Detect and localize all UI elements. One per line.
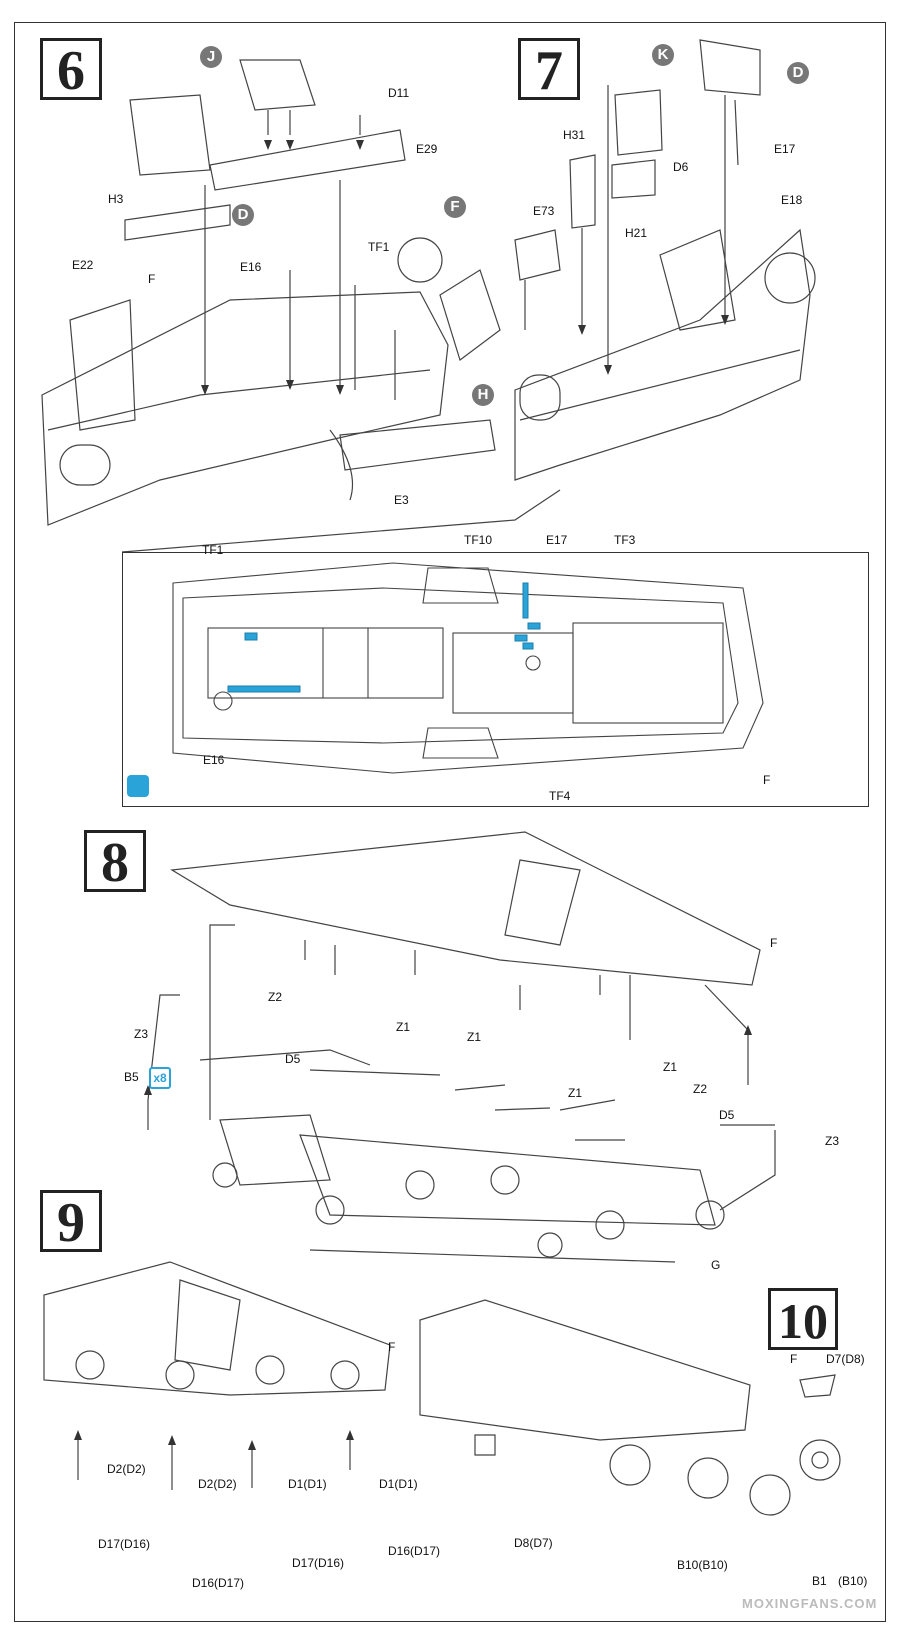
part-label: H21 — [625, 226, 648, 240]
inset-part-label: TF3 — [614, 533, 636, 547]
circled-letter-F: F — [444, 196, 466, 218]
circled-letter-K: K — [652, 44, 674, 66]
part-label: D11 — [388, 86, 410, 100]
inset-part-label: TF10 — [464, 533, 493, 547]
paint-brush-icon — [127, 775, 149, 797]
part-label: Z2 — [268, 990, 283, 1004]
part-label: D5 — [285, 1052, 301, 1066]
part-label: F — [790, 1352, 798, 1366]
quantity-badge: x8 — [149, 1067, 171, 1089]
instruction-page-frame — [14, 22, 886, 1622]
watermark-text: MOXINGFANS.COM — [742, 1596, 878, 1611]
part-label: E73 — [533, 204, 555, 218]
part-label: E3 — [394, 493, 409, 507]
part-label: H3 — [108, 192, 124, 206]
circled-letter-D: D — [787, 62, 809, 84]
part-label: F — [770, 936, 778, 950]
part-label: D2(D2) — [107, 1462, 146, 1476]
part-label: D8(D7) — [514, 1536, 553, 1550]
part-label: Z1 — [568, 1086, 583, 1100]
inset-part-label: E17 — [546, 533, 568, 547]
part-label: D6 — [673, 160, 689, 174]
circled-letter-J: J — [200, 46, 222, 68]
e17-highlight — [522, 582, 529, 619]
part-label: Z1 — [663, 1060, 678, 1074]
part-label: Z1 — [396, 1020, 411, 1034]
part-label: Z2 — [693, 1082, 708, 1096]
detail-inset: TF1 TF10 E17 TF3 E16 TF4 F — [122, 533, 869, 807]
step-number-7: 7 — [518, 38, 580, 101]
part-label: (B10) — [838, 1574, 868, 1588]
inset-part-label: E16 — [203, 753, 225, 767]
part-label: G — [711, 1258, 721, 1272]
part-label: TF1 — [368, 240, 390, 254]
part-label: D17(D16) — [292, 1556, 345, 1570]
part-label: D17(D16) — [98, 1537, 151, 1551]
part-label: B5 — [124, 1070, 139, 1084]
inset-hull-drawing — [172, 562, 764, 774]
part-label: Z1 — [467, 1030, 482, 1044]
part-label: F — [148, 272, 156, 286]
part-label: D1(D1) — [379, 1477, 418, 1491]
inset-part-label: TF4 — [549, 789, 571, 803]
part-label: E18 — [781, 193, 803, 207]
circled-letter-H: H — [472, 384, 494, 406]
step-number-8: 8 — [84, 830, 146, 893]
circled-letter-D: D — [232, 204, 254, 226]
part-label: Z3 — [134, 1027, 149, 1041]
part-label: E16 — [240, 260, 262, 274]
e16-highlight — [227, 685, 301, 693]
part-label: B1 — [812, 1574, 827, 1588]
part-label: Z3 — [825, 1134, 840, 1148]
tf10-highlight — [514, 634, 528, 642]
part-label: D2(D2) — [198, 1477, 237, 1491]
part-label: F — [388, 1340, 396, 1354]
inset-part-label: TF1 — [202, 543, 224, 557]
part-label: E29 — [416, 142, 438, 156]
part-label: D16(D17) — [388, 1544, 441, 1558]
inset-part-label: F — [763, 773, 771, 787]
part-label: B10(B10) — [677, 1558, 728, 1572]
part-label: D1(D1) — [288, 1477, 327, 1491]
step-number-10: 10 — [768, 1288, 838, 1350]
part-label: E22 — [72, 258, 94, 272]
part-label: D5 — [719, 1108, 735, 1122]
part-label: E17 — [774, 142, 796, 156]
tf1-highlight — [244, 632, 258, 641]
part-label: D16(D17) — [192, 1576, 245, 1590]
tf3-highlight — [527, 622, 541, 630]
step-number-9: 9 — [40, 1190, 102, 1253]
step-number-6: 6 — [40, 38, 102, 101]
tf4-highlight — [522, 642, 534, 650]
part-label: D7(D8) — [826, 1352, 865, 1366]
part-label: H31 — [563, 128, 586, 142]
